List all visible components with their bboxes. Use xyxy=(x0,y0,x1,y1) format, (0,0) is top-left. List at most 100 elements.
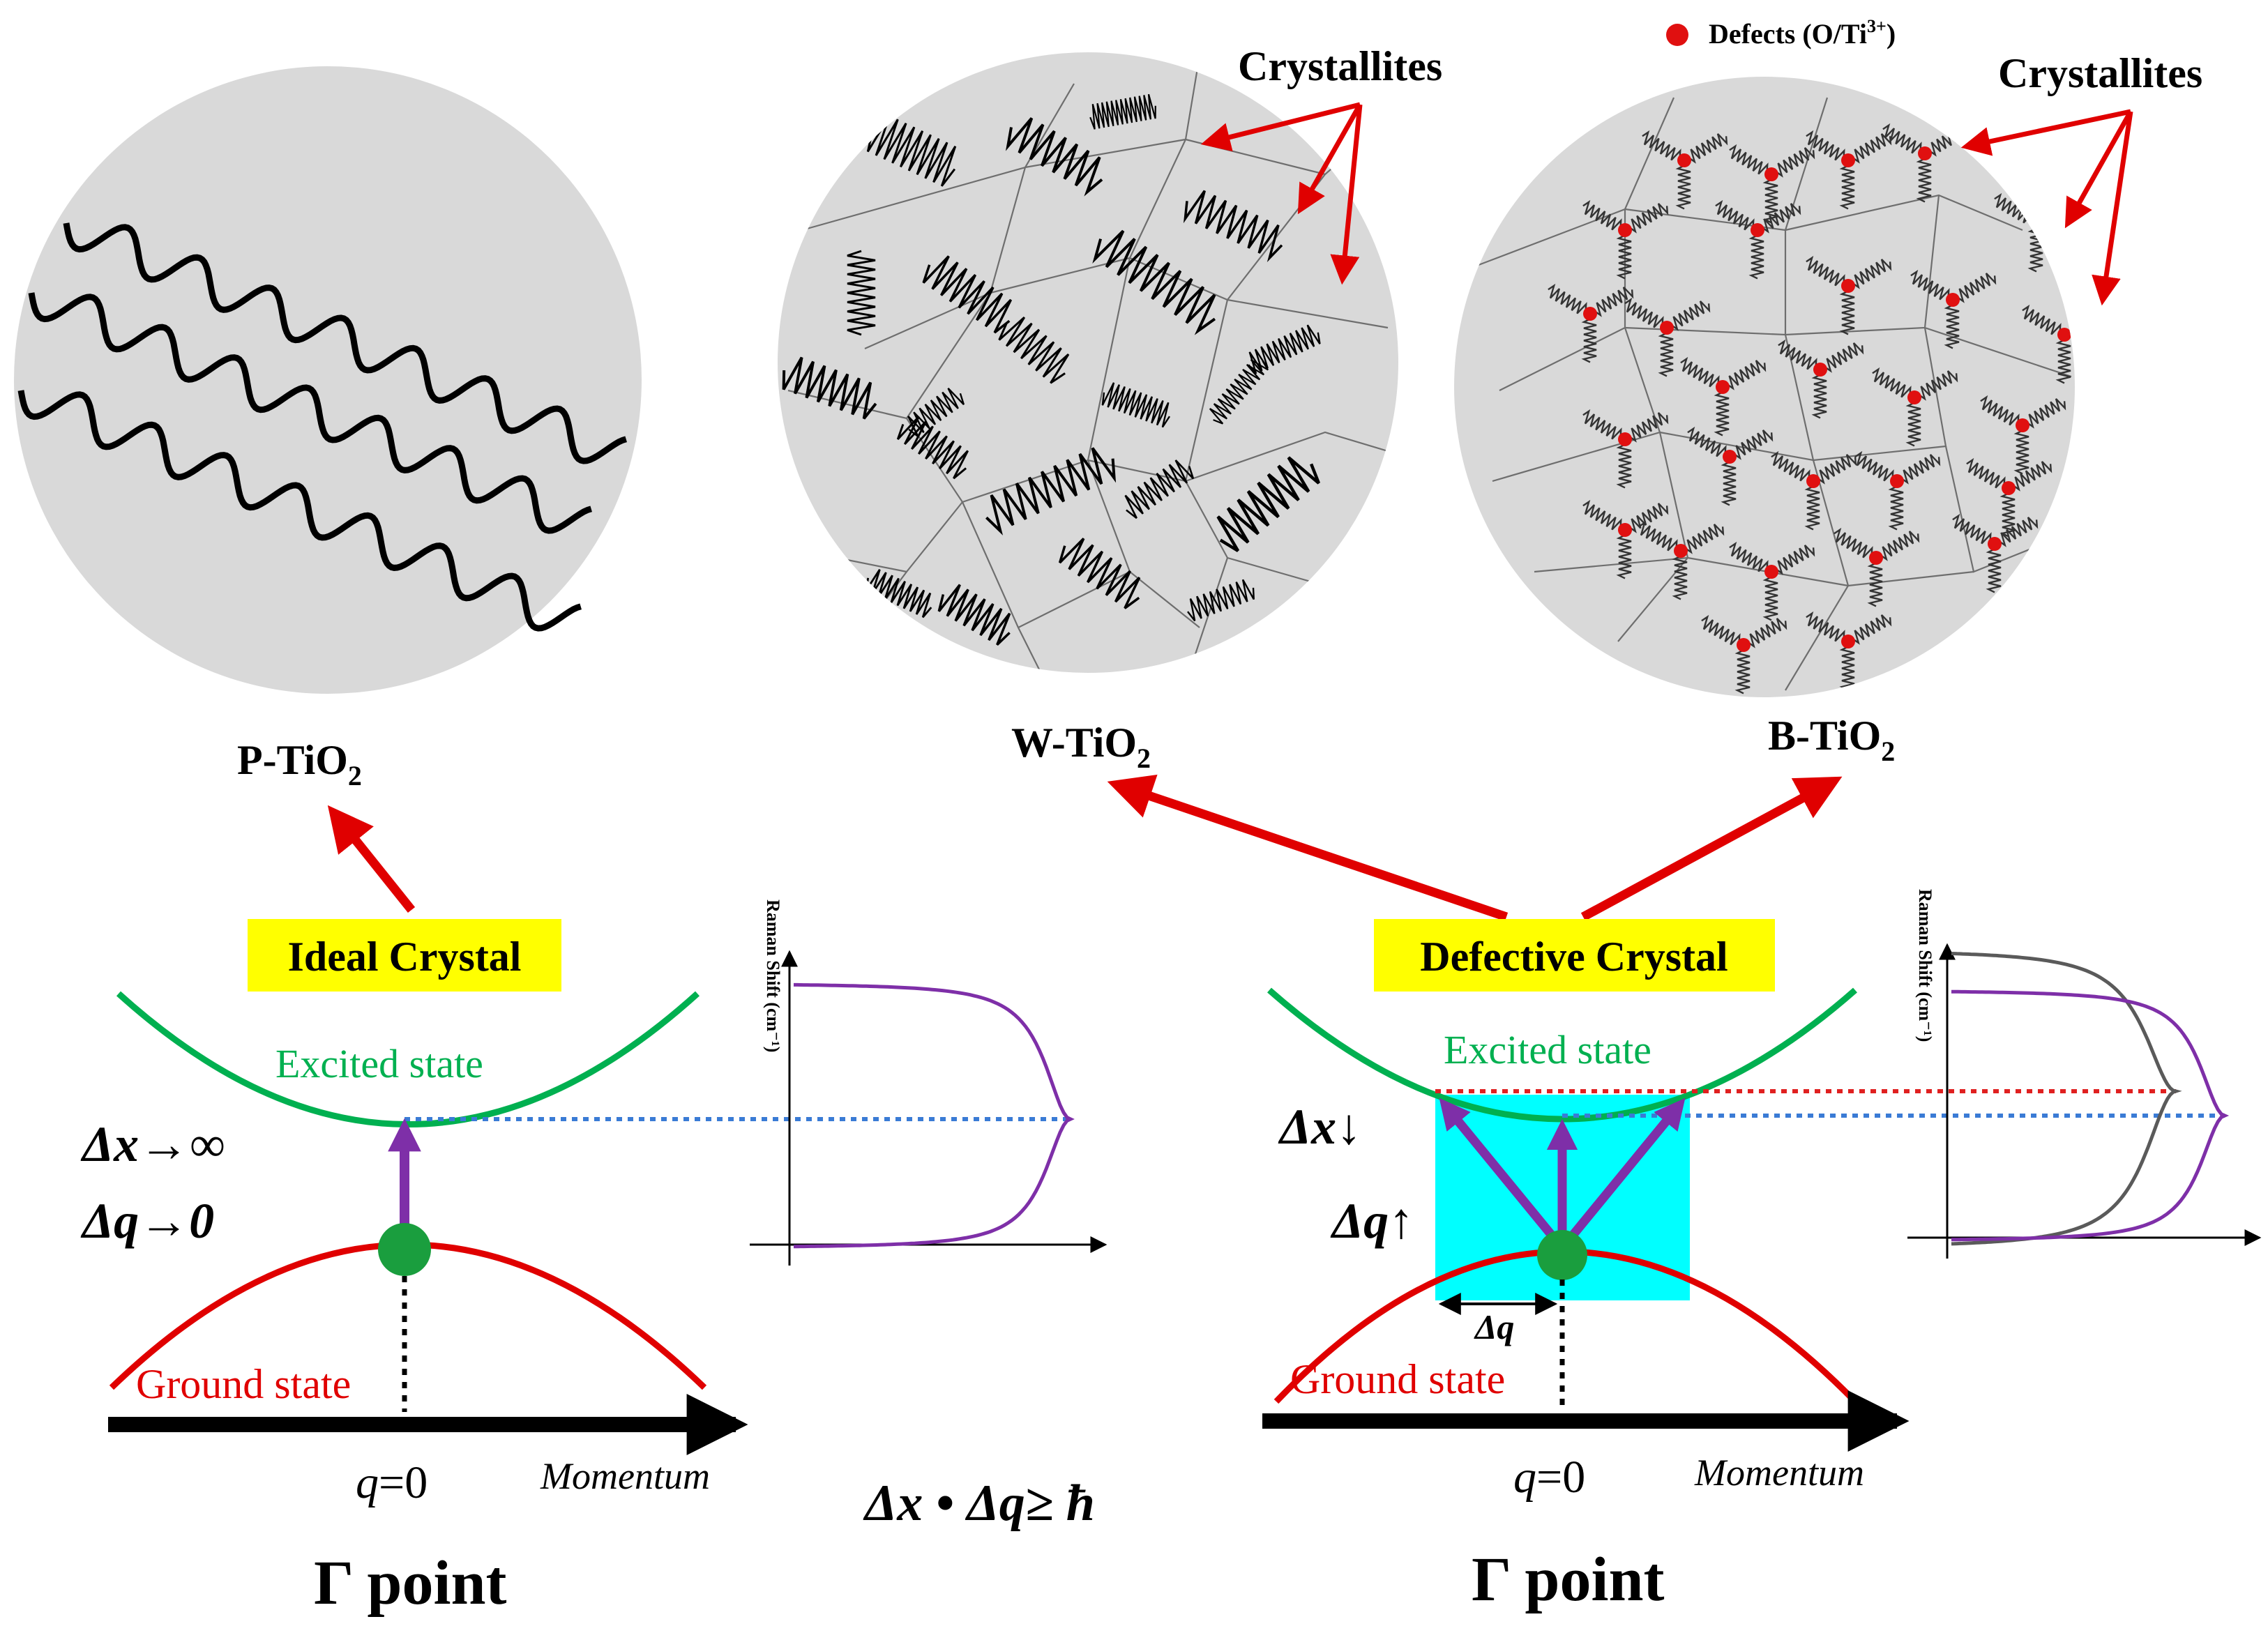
defect-dot xyxy=(1813,363,1827,377)
raman-inset-ideal: Raman Shift (cm⁻¹) xyxy=(750,899,1107,1266)
crystallites-pointer-arrows-w xyxy=(1200,102,1363,285)
defect-dot xyxy=(1806,474,1820,488)
defect-crystallite xyxy=(1966,457,2052,538)
defect-dot xyxy=(1677,153,1691,167)
crystallite-spring xyxy=(1688,133,1728,164)
defect-dot xyxy=(2057,328,2071,342)
defect-crystallite xyxy=(1715,199,1801,280)
crystallite-spring xyxy=(1548,283,1587,314)
crystallite-spring xyxy=(1852,259,1892,289)
crystallite-spring xyxy=(1867,562,1883,607)
defect-dot xyxy=(1841,279,1855,293)
crystallite-spring xyxy=(1980,395,2020,426)
defect-dot xyxy=(1751,223,1764,237)
crystallite-spring xyxy=(1905,402,1921,447)
defects-legend: Defects (O/Ti3+) xyxy=(1666,16,1896,50)
crystallite-spring xyxy=(1638,520,1678,552)
crystallite-spring xyxy=(1999,492,2016,538)
defect-crystallite xyxy=(1582,199,1669,280)
defect-crystallite xyxy=(1980,395,2066,475)
crystallite-spring xyxy=(922,255,1013,334)
crystallite-spring xyxy=(1581,318,1597,363)
crystallite-spring xyxy=(1806,611,1845,642)
defect-crystallite xyxy=(1687,426,1774,506)
defect-crystallite xyxy=(1729,541,1815,621)
raman-axis-label: Raman Shift (cm⁻¹) xyxy=(763,899,783,1052)
b-tio2-label-sub: 2 xyxy=(1881,736,1895,767)
crystallite-spring xyxy=(937,584,1011,646)
b-tio2-label: B-TiO xyxy=(1768,713,1881,759)
crystallite-spring xyxy=(1005,117,1103,197)
defect-dot xyxy=(1723,450,1737,464)
q-variable: q xyxy=(356,1457,379,1508)
defect-crystallite xyxy=(1771,450,1857,531)
crystallite-spring xyxy=(1726,360,1767,390)
crystallite-spring xyxy=(2055,339,2071,384)
crystallite-spring xyxy=(1910,269,1950,301)
crystallite-spring xyxy=(1628,412,1669,443)
momentum-label: Momentum xyxy=(1694,1452,1864,1494)
defect-crystallite xyxy=(1952,513,2039,593)
defect-crystallite xyxy=(1910,269,1997,349)
crystallite-spring xyxy=(1918,370,1958,401)
crystallite-spring xyxy=(2013,430,2029,475)
defect-dot xyxy=(1583,307,1597,321)
defect-crystallite xyxy=(1729,144,1815,224)
excited-state-label: Excited state xyxy=(1444,1027,1651,1072)
defective-crystal-box xyxy=(1374,919,1775,992)
p-tio2-label: P-TiO xyxy=(237,737,348,783)
momentum-label: Momentum xyxy=(540,1455,710,1497)
raman-inset-defective: Raman Shift (cm⁻¹) xyxy=(1907,889,2262,1259)
crystallite-spring xyxy=(1872,367,1912,398)
crystallite-spring xyxy=(847,250,876,336)
defect-crystallite xyxy=(1582,499,1669,579)
defect-crystallite xyxy=(1882,123,1969,203)
crystallite-spring xyxy=(1672,555,1688,600)
svg-text:B-TiO2: B-TiO2 xyxy=(1768,713,1895,767)
crystallite-spring xyxy=(1916,158,1932,203)
w-tio2-label-sub: 2 xyxy=(1137,743,1151,774)
crystallite-spring xyxy=(1729,541,1769,572)
crystallite-spring xyxy=(1594,287,1634,317)
defect-dot xyxy=(1946,293,1960,307)
crystallite-spring xyxy=(865,569,932,618)
q-equals-zero: =0 xyxy=(379,1457,428,1508)
defect-dot xyxy=(2002,481,2016,495)
crystallite-spring xyxy=(1714,391,1730,436)
crystallite-spring xyxy=(1900,454,1941,485)
crystallite-spring xyxy=(1998,517,2039,547)
phonon-wave xyxy=(17,390,582,632)
crystallite-spring xyxy=(1956,273,1997,303)
defect-crystallite xyxy=(1778,339,1864,419)
crystallite-spring xyxy=(1183,190,1283,262)
defect-crystallite xyxy=(1806,255,1892,335)
crystallite-spring xyxy=(1624,297,1664,328)
crystallite-spring xyxy=(1944,304,1960,349)
crystallite-spring xyxy=(1817,454,1857,485)
crystallite-spring xyxy=(1734,649,1751,694)
uncertainty-relation: Δx • Δq≥ ħ xyxy=(863,1475,1095,1532)
crystallite-spring xyxy=(1804,485,1820,531)
crystallite-springs xyxy=(782,93,1321,646)
crystallite-spring xyxy=(1582,499,1622,531)
crystallite-spring xyxy=(1854,450,1894,482)
defective-crystal-label: Defective Crystal xyxy=(1420,934,1728,980)
crystallite-spring xyxy=(1628,503,1669,533)
crystallite-spring xyxy=(1888,485,1904,531)
q-equals-zero: =0 xyxy=(1536,1452,1585,1503)
crystallite-spring xyxy=(1582,409,1622,440)
ideal-crystal-box xyxy=(248,919,561,992)
crystallite-spring xyxy=(1616,534,1632,579)
crystallite-spring xyxy=(1986,548,2002,593)
crystallite-spring xyxy=(1761,203,1801,234)
crystallite-spring xyxy=(1762,576,1778,621)
dq-label: Δq↑ xyxy=(1330,1193,1414,1249)
svg-text:W-TiO2: W-TiO2 xyxy=(1011,720,1151,774)
svg-text:q=0: q=0 xyxy=(356,1457,428,1508)
crystallite-spring xyxy=(1966,457,2006,489)
defective-crystal-panel: Defective Crystal Excited state Δq Groun… xyxy=(1262,889,2262,1614)
crystallite-spring xyxy=(1616,443,1632,489)
crystallite-spring xyxy=(1092,229,1216,335)
crystallite-spring xyxy=(1729,144,1769,175)
crystallite-spring xyxy=(1839,646,1855,691)
